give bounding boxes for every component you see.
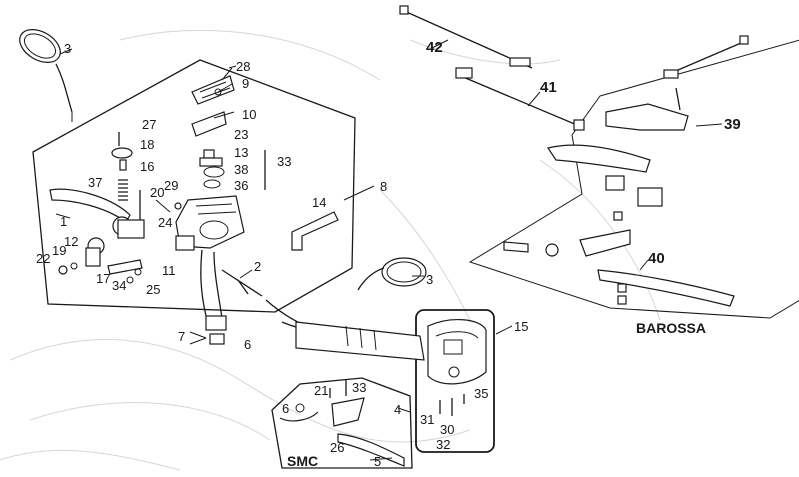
callout-32: 32 — [436, 437, 450, 452]
callout-6-main: 6 — [244, 337, 251, 352]
callout-27: 27 — [142, 117, 156, 132]
callout-31: 31 — [420, 412, 434, 427]
brake-lever-left — [49, 188, 145, 239]
switch-housing-group-box — [415, 309, 495, 453]
callout-21: 21 — [314, 383, 328, 398]
leader-lines — [55, 39, 723, 461]
small-hardware — [58, 132, 266, 284]
callout-13: 13 — [234, 145, 248, 160]
callout-37: 37 — [88, 175, 102, 190]
callout-17: 17 — [96, 271, 110, 286]
callout-8: 8 — [380, 179, 387, 194]
reservoir-cap — [191, 65, 237, 137]
barossa-parts — [503, 87, 735, 307]
callout-15: 15 — [514, 319, 528, 334]
master-cylinder-group-outline — [32, 59, 356, 313]
callout-28: 28 — [236, 59, 250, 74]
callout-12: 12 — [64, 234, 78, 249]
callout-34: 34 — [112, 278, 126, 293]
callout-22: 22 — [36, 251, 50, 266]
callout-42: 42 — [426, 39, 443, 56]
throttle-grip — [295, 321, 425, 361]
callout-41: 41 — [540, 79, 557, 96]
callout-26: 26 — [330, 440, 344, 455]
callout-9: 9 — [242, 76, 249, 91]
callout-14: 14 — [312, 195, 326, 210]
callout-19: 19 — [52, 243, 66, 258]
mirror-right — [357, 257, 427, 291]
mirror-left — [19, 29, 73, 122]
caption-smc: SMC — [287, 453, 318, 469]
callout-10: 10 — [242, 107, 256, 122]
callout-4: 4 — [394, 402, 401, 417]
callout-25: 25 — [146, 282, 160, 297]
callout-11: 11 — [162, 263, 176, 278]
smc-group-outline — [271, 377, 413, 469]
callout-35: 35 — [474, 386, 488, 401]
callout-40: 40 — [648, 250, 665, 267]
callout-numbers: 3 28 9 10 27 18 23 16 13 33 38 36 37 20 … — [36, 39, 741, 469]
throttle-cables — [399, 5, 749, 131]
callout-38: 38 — [234, 162, 248, 177]
callout-36: 36 — [234, 178, 248, 193]
master-cylinder-body — [175, 195, 245, 251]
callout-2: 2 — [254, 259, 261, 274]
callout-29: 29 — [164, 178, 178, 193]
callout-23: 23 — [234, 127, 248, 142]
callout-33-smc: 33 — [352, 380, 366, 395]
callout-16: 16 — [140, 159, 154, 174]
callout-20: 20 — [150, 185, 164, 200]
callout-6-smc: 6 — [282, 401, 289, 416]
callout-18: 18 — [140, 137, 154, 152]
callout-3-top: 3 — [64, 41, 71, 56]
callout-24: 24 — [158, 215, 172, 230]
callout-33-main: 33 — [277, 154, 291, 169]
callout-1: 1 — [60, 214, 67, 229]
callout-30: 30 — [440, 422, 454, 437]
callout-39: 39 — [724, 116, 741, 133]
callout-5: 5 — [374, 454, 381, 469]
callout-7: 7 — [178, 329, 185, 344]
caption-barossa: BAROSSA — [636, 320, 706, 336]
callout-3-right: 3 — [426, 272, 433, 287]
switch-housing-15 — [427, 319, 487, 416]
bracket-14 — [291, 211, 339, 251]
